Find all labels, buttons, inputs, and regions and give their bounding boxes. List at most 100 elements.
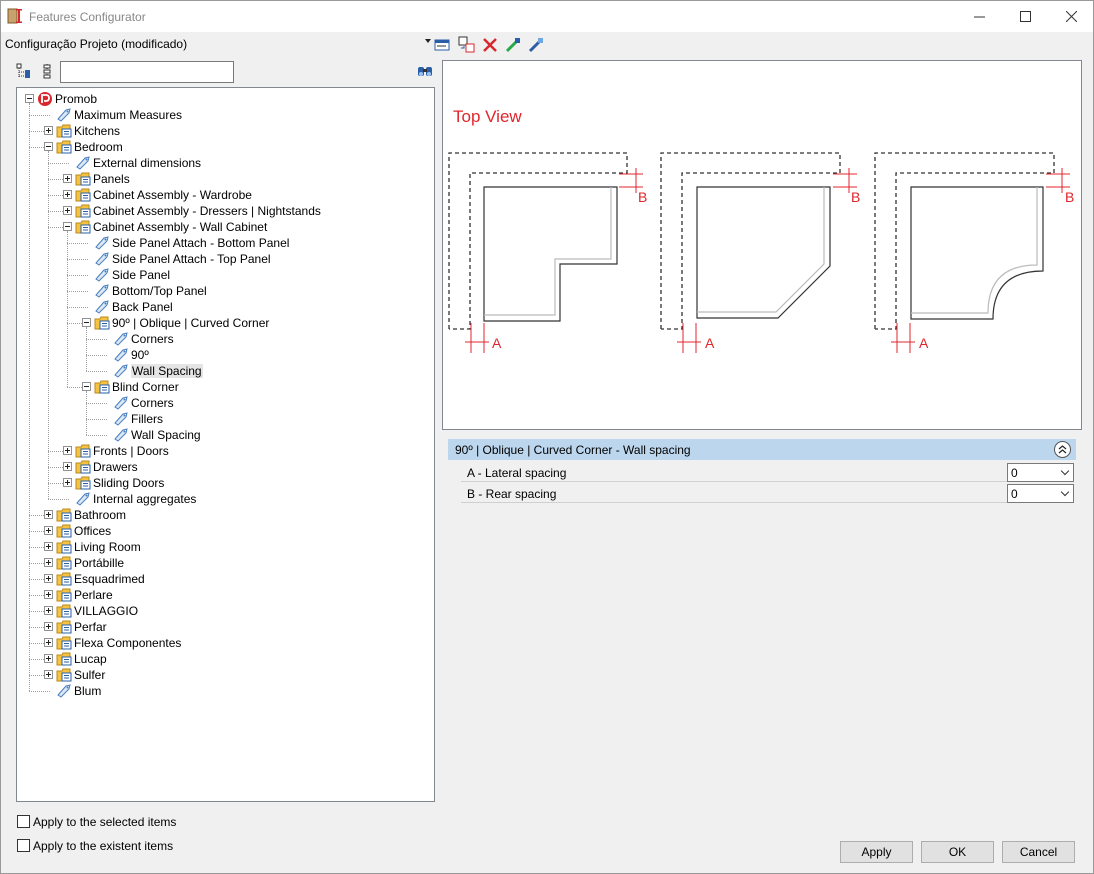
tree-item[interactable]: Esquadrimed <box>17 571 417 587</box>
tree-item[interactable]: Bathroom <box>17 507 417 523</box>
tree-item[interactable]: Sulfer <box>17 667 417 683</box>
export-icon[interactable] <box>527 36 545 54</box>
configuration-dropdown[interactable]: Configuração Projeto (modificado) <box>5 37 431 53</box>
ok-button[interactable]: OK <box>921 841 994 863</box>
tree-guide-line <box>29 579 50 580</box>
tree-item[interactable]: 90º <box>17 347 417 363</box>
tree-item-label: Portábille <box>74 556 125 570</box>
expand-icon[interactable] <box>63 190 72 199</box>
folder-icon <box>75 476 91 490</box>
tree-item[interactable]: Corners <box>17 331 417 347</box>
checkbox-box[interactable] <box>17 839 30 852</box>
expand-icon[interactable] <box>44 542 53 551</box>
tree-item[interactable]: 90º | Oblique | Curved Corner <box>17 315 417 331</box>
tree-item[interactable]: Fillers <box>17 411 417 427</box>
tree-guide-line <box>29 691 50 692</box>
collapse-icon[interactable] <box>82 318 91 327</box>
tree-item[interactable]: Side Panel <box>17 267 417 283</box>
tree-item[interactable]: Back Panel <box>17 299 417 315</box>
delete-icon[interactable] <box>481 36 499 54</box>
tree-item[interactable]: Portábille <box>17 555 417 571</box>
close-button[interactable] <box>1048 1 1094 32</box>
tree-item[interactable]: Maximum Measures <box>17 107 417 123</box>
tree-item[interactable]: Corners <box>17 395 417 411</box>
expand-icon[interactable] <box>44 526 53 535</box>
expand-icon[interactable] <box>44 126 53 135</box>
folder-icon <box>56 652 72 666</box>
folder-icon <box>56 668 72 682</box>
tree-item[interactable]: Side Panel Attach - Bottom Panel <box>17 235 417 251</box>
tag-icon <box>114 364 128 378</box>
copy-config-icon[interactable] <box>458 36 476 54</box>
expand-icon[interactable] <box>44 654 53 663</box>
tree-item[interactable]: External dimensions <box>17 155 417 171</box>
tree-item[interactable]: Promob <box>17 91 417 107</box>
expand-icon[interactable] <box>63 462 72 471</box>
expand-icon[interactable] <box>44 638 53 647</box>
lateral-spacing-select[interactable]: 0 <box>1007 463 1074 482</box>
rear-spacing-select[interactable]: 0 <box>1007 484 1074 503</box>
expand-icon[interactable] <box>44 574 53 583</box>
tree-item-label: Lucap <box>74 652 107 666</box>
properties-icon[interactable] <box>434 36 452 54</box>
maximize-button[interactable] <box>1002 1 1048 32</box>
tree-guide-line <box>67 231 68 387</box>
collapse-all-icon[interactable] <box>39 63 55 79</box>
tree-guide-line <box>29 611 50 612</box>
collapse-button[interactable] <box>1054 441 1071 458</box>
tree-guide-line <box>48 483 69 484</box>
tree-item[interactable]: Bedroom <box>17 139 417 155</box>
expand-icon[interactable] <box>44 606 53 615</box>
tree-item[interactable]: Panels <box>17 171 417 187</box>
expand-icon[interactable] <box>44 510 53 519</box>
tree-item[interactable]: Fronts | Doors <box>17 443 417 459</box>
expand-icon[interactable] <box>63 478 72 487</box>
collapse-icon[interactable] <box>44 142 53 151</box>
minimize-button[interactable] <box>956 1 1002 32</box>
tree-item[interactable]: Perlare <box>17 587 417 603</box>
expand-icon[interactable] <box>44 558 53 567</box>
tree-item[interactable]: Internal aggregates <box>17 491 417 507</box>
checkbox-label: Apply to the selected items <box>33 815 177 829</box>
expand-icon[interactable] <box>63 174 72 183</box>
expand-all-icon[interactable] <box>16 63 32 79</box>
tree-search-input[interactable] <box>60 61 234 83</box>
binoculars-icon[interactable] <box>417 63 433 79</box>
expand-icon[interactable] <box>44 670 53 679</box>
tree-item[interactable]: Living Room <box>17 539 417 555</box>
tree-item[interactable]: Blind Corner <box>17 379 417 395</box>
tree-item[interactable]: Cabinet Assembly - Wall Cabinet <box>17 219 417 235</box>
tree-item-label: Blum <box>74 684 102 698</box>
tree-item[interactable]: Perfar <box>17 619 417 635</box>
tree-item[interactable]: Cabinet Assembly - Dressers | Nightstand… <box>17 203 417 219</box>
import-icon[interactable] <box>504 36 522 54</box>
tree-item[interactable]: VILLAGGIO <box>17 603 417 619</box>
cancel-button[interactable]: Cancel <box>1002 841 1075 863</box>
checkbox-box[interactable] <box>17 815 30 828</box>
expand-icon[interactable] <box>44 590 53 599</box>
collapse-icon[interactable] <box>82 382 91 391</box>
apply-button[interactable]: Apply <box>840 841 913 863</box>
cabinet-curved-corner <box>910 186 1044 320</box>
tree-item[interactable]: Offices <box>17 523 417 539</box>
expand-icon[interactable] <box>44 622 53 631</box>
tree-item[interactable]: Sliding Doors <box>17 475 417 491</box>
label-a-1: A <box>492 335 502 351</box>
tree-item[interactable]: Cabinet Assembly - Wardrobe <box>17 187 417 203</box>
expand-icon[interactable] <box>63 206 72 215</box>
tree-item-label: Blind Corner <box>112 380 179 394</box>
tree-item[interactable]: Drawers <box>17 459 417 475</box>
tag-icon <box>95 268 109 282</box>
tree-item[interactable]: Flexa Componentes <box>17 635 417 651</box>
tree-guide-line <box>48 179 69 180</box>
tree-item[interactable]: Wall Spacing <box>17 427 417 443</box>
collapse-icon[interactable] <box>25 94 34 103</box>
expand-icon[interactable] <box>63 446 72 455</box>
tree-item[interactable]: Blum <box>17 683 417 699</box>
tree-item[interactable]: Side Panel Attach - Top Panel <box>17 251 417 267</box>
tree-item[interactable]: Kitchens <box>17 123 417 139</box>
tree-item[interactable]: Lucap <box>17 651 417 667</box>
tree-item[interactable]: Bottom/Top Panel <box>17 283 417 299</box>
tree-item[interactable]: Wall Spacing <box>17 363 417 379</box>
collapse-icon[interactable] <box>63 222 72 231</box>
